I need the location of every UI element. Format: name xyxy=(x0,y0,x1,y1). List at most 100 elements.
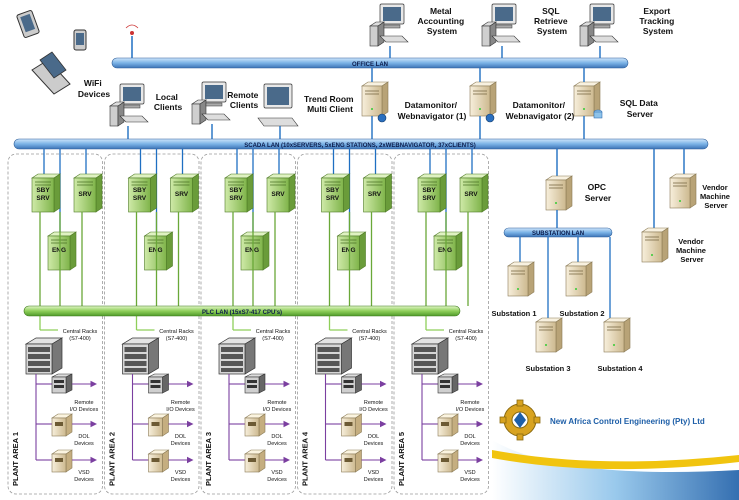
top-system-3-l2: Tracking xyxy=(639,16,674,26)
sql-data-server: SQL Data Server xyxy=(573,68,660,140)
svg-text:OPC Server: OPC Server xyxy=(585,182,612,203)
dol-label: DOL xyxy=(78,434,89,440)
vendor-machine-server-2: Vendor Machine Server xyxy=(641,149,708,264)
srv-label: SRV xyxy=(78,191,92,198)
top-system-2-l2: Retrieve xyxy=(534,16,568,26)
central-rack xyxy=(315,337,352,375)
sby-label: SBY xyxy=(229,187,243,194)
vsd-label-2: Devices xyxy=(171,477,191,483)
remote-io-rack xyxy=(244,373,266,394)
trend-room-l1: Trend Room xyxy=(304,94,354,104)
vsd-label-2: Devices xyxy=(74,477,94,483)
svg-text:Trend Room Multi Client: Trend Room Multi Client xyxy=(304,94,356,114)
top-system-2-l1: SQL xyxy=(542,6,559,16)
vendor-1-l1: Vendor xyxy=(702,183,728,192)
central-rack xyxy=(25,337,63,375)
plc-lan-bus: PLC LAN (15xS7-417 CPU's) xyxy=(23,305,461,317)
opc-server-l1: OPC xyxy=(588,182,606,192)
remote-io-rack xyxy=(51,373,73,394)
vsd-label: VSD xyxy=(464,470,475,476)
vsd-device xyxy=(244,449,266,473)
remote-clients: Remote Clients xyxy=(191,81,259,140)
top-system-1-l2: Accounting xyxy=(417,16,464,26)
srv-label: SRV xyxy=(368,191,382,198)
dol-device xyxy=(437,413,459,437)
plant-area-label: PLANT AREA 3 xyxy=(204,432,213,486)
svg-text:Vendor Machine Ser: Vendor Machine Server xyxy=(676,237,708,264)
svg-text:SQL Data Server: SQL Data Server xyxy=(620,98,660,119)
sby-srv-label: SRV xyxy=(133,195,147,202)
central-racks-label: Central Racks xyxy=(352,329,387,335)
gear-icon xyxy=(499,399,541,441)
plant-area-frame xyxy=(393,153,489,495)
substation-3-label: Substation 3 xyxy=(525,364,570,373)
vsd-device xyxy=(148,449,169,473)
sby-label: SBY xyxy=(326,187,340,194)
dol-device xyxy=(148,413,169,437)
central-racks-model: (S7-400) xyxy=(359,336,381,342)
central-racks-model: (S7-400) xyxy=(262,336,284,342)
datamonitor-server-1: Datamonitor/ Webnavigator (1) xyxy=(361,68,467,140)
vsd-label: VSD xyxy=(368,470,379,476)
remote-io-label: Remote xyxy=(171,400,190,406)
svg-text:SQL Retrieve Syste: SQL Retrieve System xyxy=(534,6,570,36)
eng-label: ENG xyxy=(245,247,259,254)
central-rack xyxy=(218,337,256,375)
vendor-machine-server-1: Vendor Machine Server xyxy=(669,149,732,210)
top-system-3-l1: Export xyxy=(643,6,670,16)
dol-device xyxy=(51,413,73,437)
local-clients-l2: Clients xyxy=(154,102,183,112)
scada-lan-bus: SCADA LAN (10xSERVERS, 5xENG STATIONS, 2… xyxy=(13,138,709,150)
vsd-label-2: Devices xyxy=(267,477,287,483)
top-system-sql: SQL Retrieve System xyxy=(481,3,570,58)
plant-area-label: PLANT AREA 1 xyxy=(11,432,20,486)
remote-io-label-2: I/O Devices xyxy=(70,407,99,413)
dol-label-2: Devices xyxy=(364,441,384,447)
svg-text:Datamonitor/ Webnavigato: Datamonitor/ Webnavigator (2) xyxy=(506,100,575,121)
vsd-label: VSD xyxy=(78,470,89,476)
local-clients: Local Clients xyxy=(109,83,183,140)
substation-lan-bus: SUBSTATION LAN xyxy=(503,227,613,238)
substation-1-label: Substation 1 xyxy=(491,309,536,318)
central-racks-label: Central Racks xyxy=(256,329,291,335)
vendor-2-l3: Server xyxy=(680,255,703,264)
dol-label: DOL xyxy=(464,434,475,440)
central-rack xyxy=(411,337,449,375)
sby-srv-label: SRV xyxy=(229,195,243,202)
central-rack xyxy=(122,337,159,375)
dol-label-2: Devices xyxy=(267,441,287,447)
top-system-export: Export Tracking System xyxy=(579,3,674,58)
svg-text:Metal Accounting S: Metal Accounting System xyxy=(417,6,466,36)
datamonitor-server-2: Datamonitor/ Webnavigator (2) xyxy=(469,68,575,140)
central-racks-model: (S7-400) xyxy=(455,336,477,342)
central-racks-label: Central Racks xyxy=(159,329,194,335)
top-system-1-l3: System xyxy=(427,26,458,36)
datamonitor-2-l2: Webnavigator (2) xyxy=(506,111,575,121)
srv-label: SRV xyxy=(464,191,478,198)
datamonitor-2-l1: Datamonitor/ xyxy=(513,100,566,110)
remote-io-label: Remote xyxy=(267,400,286,406)
svg-text:Datamonitor/ Webnavigato: Datamonitor/ Webnavigator (1) xyxy=(398,100,467,121)
plant-area-label: PLANT AREA 5 xyxy=(397,432,406,486)
central-racks-model: (S7-400) xyxy=(69,336,91,342)
plant-area-frame xyxy=(104,153,200,495)
trend-room-l2: Multi Client xyxy=(307,104,353,114)
sql-server-l1: SQL Data xyxy=(620,98,658,108)
top-system-3-l3: System xyxy=(643,26,674,36)
vendor-2-l2: Machine xyxy=(676,246,706,255)
eng-label: ENG xyxy=(341,247,355,254)
vendor-1-l3: Server xyxy=(704,201,727,210)
sby-label: SBY xyxy=(133,187,147,194)
sby-label: SBY xyxy=(422,187,436,194)
dol-label-2: Devices xyxy=(74,441,94,447)
svg-text:Vendor Machine Ser: Vendor Machine Server xyxy=(700,183,732,210)
eng-label: ENG xyxy=(148,247,162,254)
eng-label: ENG xyxy=(52,247,66,254)
top-system-1-l1: Metal xyxy=(430,6,452,16)
sql-server-l2: Server xyxy=(627,109,654,119)
substations: Substation 1 Substation 2 Substation 3 S… xyxy=(491,237,643,373)
plant-area-frame xyxy=(297,153,393,495)
dol-device xyxy=(244,413,266,437)
